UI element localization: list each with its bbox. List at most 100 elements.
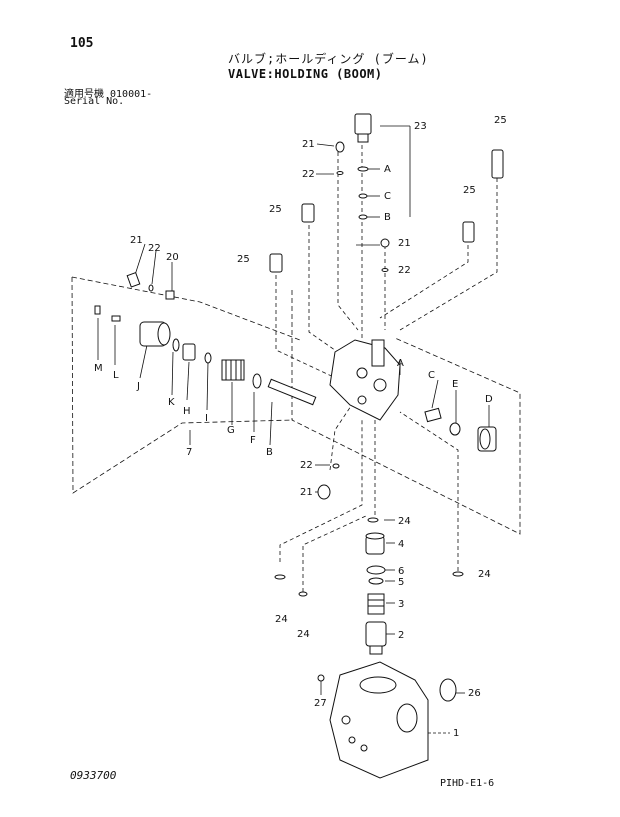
callout-21: 21	[302, 139, 315, 150]
callout-1: 1	[453, 728, 459, 739]
callout-6: 6	[398, 566, 404, 577]
valve-body	[329, 339, 401, 421]
serial-label-japanese: 適用号機 010001-	[64, 89, 153, 100]
subassembly-boundary	[71, 276, 294, 494]
bolt-25	[269, 253, 283, 273]
callout-24: 24	[275, 614, 288, 625]
callout-22: 22	[300, 460, 313, 471]
callout-l: L	[113, 370, 119, 381]
o-ring-22	[148, 284, 154, 292]
o-ring-22	[381, 268, 389, 272]
plug-c	[424, 407, 442, 423]
o-ring-22	[332, 463, 340, 469]
callout-25: 25	[494, 115, 507, 126]
leader-line	[399, 178, 498, 331]
leader-line	[275, 275, 341, 381]
o-ring-k	[172, 338, 180, 352]
callout-25: 25	[237, 254, 250, 265]
callout-e: E	[452, 379, 458, 390]
plug-21	[335, 141, 345, 153]
callout-f: F	[250, 435, 256, 446]
callout-h: H	[183, 406, 191, 417]
callout-26: 26	[468, 688, 481, 699]
o-ring-24	[367, 517, 379, 523]
cap-j	[139, 321, 171, 347]
leader-line	[329, 399, 356, 471]
o-ring-6	[366, 565, 386, 575]
nut-l	[111, 315, 121, 322]
title-japanese: バルブ;ホールディング (ブーム)	[228, 52, 429, 66]
callout-m: M	[94, 363, 103, 374]
leader-line	[302, 514, 369, 592]
callout-c: C	[384, 191, 391, 202]
leader-line	[279, 420, 363, 562]
spring-3	[367, 593, 385, 615]
plug-21	[380, 238, 390, 248]
title-english: VALVE:HOLDING (BOOM)	[228, 67, 383, 81]
callout-b: B	[384, 212, 391, 223]
callout-23: 23	[414, 121, 427, 132]
check-valve-part	[354, 113, 372, 143]
callout-i: I	[205, 413, 208, 424]
o-ring-24	[274, 574, 286, 580]
callout-b: B	[266, 447, 273, 458]
housing-boundary	[291, 290, 521, 535]
plug-27	[317, 674, 325, 682]
callout-a: A	[397, 358, 404, 369]
o-ring-24	[452, 571, 464, 577]
callout-20: 20	[166, 252, 179, 263]
housing-1	[329, 661, 429, 779]
callout-2: 2	[398, 630, 404, 641]
callout-21: 21	[130, 235, 143, 246]
spring-g	[221, 359, 245, 381]
callout-22: 22	[302, 169, 315, 180]
plug-d	[477, 426, 497, 452]
callout-5: 5	[398, 577, 404, 588]
plug-21	[317, 484, 331, 500]
callout-22: 22	[398, 265, 411, 276]
callout-24: 24	[398, 516, 411, 527]
spool-b	[267, 378, 317, 406]
o-ring-24	[298, 591, 308, 597]
callout-25: 25	[269, 204, 282, 215]
callout-25: 25	[463, 185, 476, 196]
callout-7: 7	[186, 447, 192, 458]
bolt-25	[301, 203, 315, 223]
bolt-25	[462, 221, 475, 243]
poppet-2	[365, 621, 387, 655]
serial-label-english: Serial No.	[64, 96, 125, 107]
document-number: 0933700	[70, 769, 117, 782]
page-number: 105	[70, 36, 94, 51]
callout-21: 21	[300, 487, 313, 498]
callout-a: A	[384, 164, 391, 175]
leader-line	[399, 411, 459, 571]
callout-22: 22	[148, 243, 161, 254]
leader-line	[308, 225, 343, 356]
callout-g: G	[227, 425, 235, 436]
callout-k: K	[168, 397, 175, 408]
washer-f	[252, 373, 262, 389]
plug-20	[165, 290, 175, 300]
callout-d: D	[485, 394, 493, 405]
o-ring-e	[449, 422, 461, 436]
leader-line	[379, 245, 469, 319]
seat-h	[182, 343, 196, 361]
callout-3: 3	[398, 599, 404, 610]
o-ring-i	[204, 352, 212, 364]
o-ring-c	[358, 193, 368, 199]
callout-21: 21	[398, 238, 411, 249]
callout-c: C	[428, 370, 435, 381]
page-code: PIHD-E1-6	[440, 778, 495, 789]
o-ring-b	[358, 214, 368, 220]
screw-m	[94, 305, 101, 315]
bolt-21	[126, 272, 141, 288]
o-ring-22	[336, 171, 344, 175]
o-ring-26	[439, 678, 457, 702]
callout-24: 24	[297, 629, 310, 640]
callout-4: 4	[398, 539, 404, 550]
o-ring-5	[368, 577, 384, 585]
bolt-25	[491, 149, 504, 179]
callout-27: 27	[314, 698, 327, 709]
callout-24: 24	[478, 569, 491, 580]
